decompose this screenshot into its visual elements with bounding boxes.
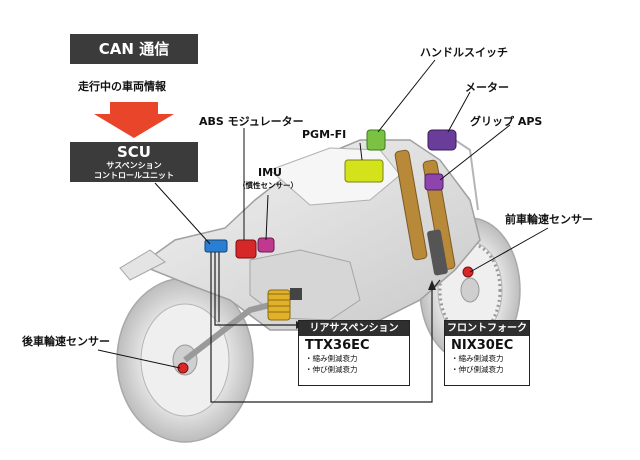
scu-line1: サスペンション <box>106 161 162 170</box>
imu-label: IMU <box>258 166 282 179</box>
scu-unit-component <box>204 239 228 253</box>
handle-switch-label: ハンドルスイッチ <box>420 46 508 59</box>
handle-switch-component <box>366 129 386 151</box>
front-fork-item: ・伸び側減衰力 <box>451 365 504 374</box>
leader-lines <box>97 59 549 369</box>
rear-suspension-item: ・伸び側減衰力 <box>305 365 358 374</box>
can-title: CAN 通信 <box>98 40 170 58</box>
rear-shock-illustration <box>267 288 302 321</box>
front-fork-header: フロントフォーク <box>445 321 529 336</box>
rear-suspension-header: リアサスペンション <box>299 321 409 336</box>
down-arrow <box>94 102 174 138</box>
rear-suspension-box: リアサスペンション TTX36EC ・縮み側減衰力 ・伸び側減衰力 <box>298 320 410 386</box>
scu-title: SCU <box>117 143 151 161</box>
rear-speed-sensor-label: 後車輪速センサー <box>22 335 110 348</box>
rear-suspension-model: TTX36EC <box>305 338 370 353</box>
front-sensor-component <box>462 266 474 278</box>
can-box: CAN 通信 <box>70 34 198 64</box>
motorcycle-body <box>119 139 481 363</box>
abs-component <box>235 239 257 259</box>
imu-sub-label: （慣性センサー） <box>238 181 298 190</box>
pgm-fi-component <box>344 159 384 183</box>
front-fork-box: フロントフォーク NIX30EC ・縮み側減衰力 ・伸び側減衰力 <box>444 320 530 386</box>
grip-aps-label: グリップ APS <box>470 115 543 128</box>
meter-component <box>427 129 457 151</box>
can-subtitle: 走行中の車両情報 <box>78 80 166 93</box>
rear-suspension-item: ・縮み側減衰力 <box>305 354 358 363</box>
pgm-fi-label: PGM-FI <box>302 128 347 141</box>
imu-component <box>257 237 275 253</box>
meter-label: メーター <box>465 81 509 94</box>
front-fork-item: ・縮み側減衰力 <box>451 354 504 363</box>
front-speed-sensor-label: 前車輪速センサー <box>505 213 593 226</box>
front-fork-model: NIX30EC <box>451 338 514 353</box>
scu-box: SCU サスペンション コントロールユニット <box>70 142 198 182</box>
scu-line2: コントロールユニット <box>94 171 174 180</box>
abs-label: ABS モジュレーター <box>199 115 304 128</box>
signal-wiring <box>210 252 441 403</box>
grip-aps-component <box>424 173 444 191</box>
